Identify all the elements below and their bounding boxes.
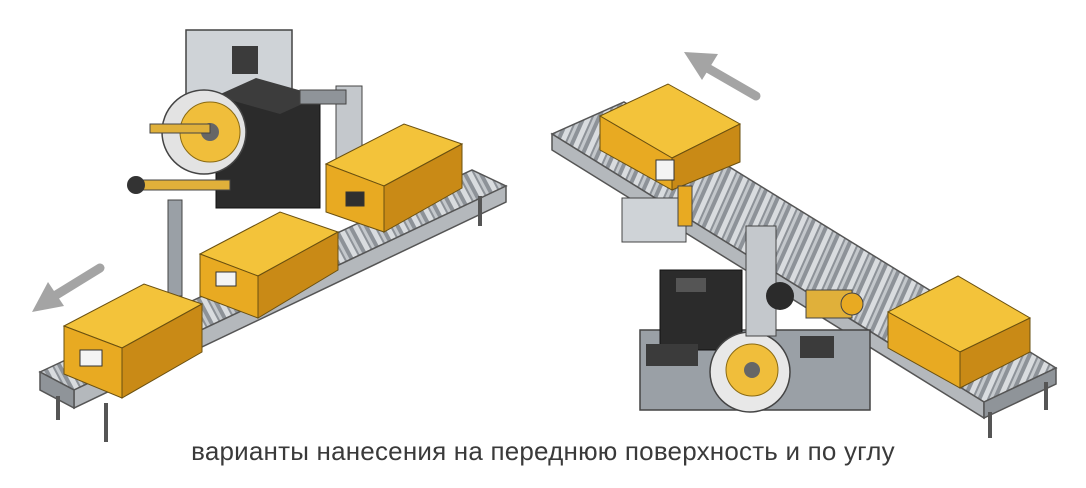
caption: варианты нанесения на переднюю поверхнос… [191,436,895,466]
left-labeler [127,29,363,297]
right-labeler [621,185,871,413]
left-arrow-icon [32,263,105,312]
box [198,211,340,319]
box [62,283,204,399]
up-left-arrow-icon [684,52,761,101]
box [324,123,464,233]
box [886,275,1032,389]
box [598,83,742,191]
